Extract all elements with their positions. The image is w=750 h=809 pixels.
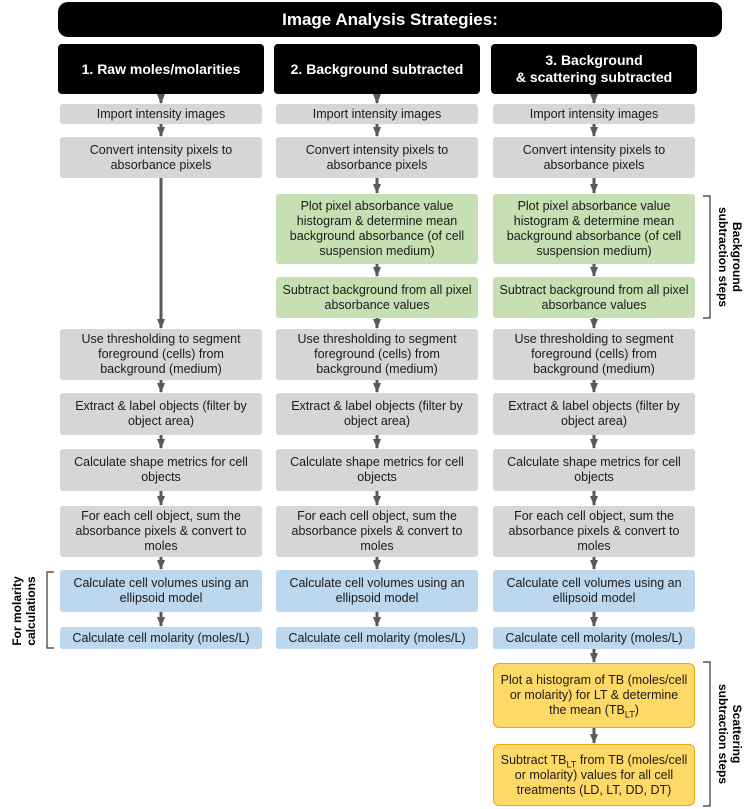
molarity-bracket — [46, 571, 54, 649]
c3-threshold-step-text: Use thresholding to segment foreground (… — [514, 332, 674, 376]
c2-import-step-text: Import intensity images — [312, 106, 442, 121]
c1-extract-step-text: Extract & label objects (filter by objec… — [75, 399, 247, 428]
c2-import-step: Import intensity images — [276, 104, 478, 124]
c2-volume-step: Calculate cell volumes using an ellipsoi… — [276, 570, 478, 612]
c1-sum-step: For each cell object, sum the absorbance… — [60, 506, 262, 557]
c1-convert-step: Convert intensity pixels to absorbance p… — [60, 137, 262, 178]
column-header-raw: 1. Raw moles/molarities — [58, 44, 264, 94]
c3-scatter-histogram-step-text: Plot a histogram of TB (moles/cell or mo… — [500, 673, 688, 720]
page-title: Image Analysis Strategies: — [58, 2, 722, 37]
c2-extract-step: Extract & label objects (filter by objec… — [276, 393, 478, 435]
molarity-label-line1: For molarity — [10, 576, 24, 646]
c1-import-step-text: Import intensity images — [96, 106, 226, 121]
c2-extract-step-text: Extract & label objects (filter by objec… — [291, 399, 463, 428]
c3-scatter-histogram-step: Plot a histogram of TB (moles/cell or mo… — [493, 663, 695, 728]
c3-molarity-step: Calculate cell molarity (moles/L) — [493, 627, 695, 649]
column-header-background: 2. Background subtracted — [274, 44, 480, 94]
c2-threshold-step: Use thresholding to segment foreground (… — [276, 329, 478, 380]
c3-extract-step-text: Extract & label objects (filter by objec… — [508, 399, 680, 428]
scattering-subtraction-label: Scattering subtraction steps — [716, 684, 744, 784]
background-bracket — [703, 195, 711, 319]
c2-subtract-step: Subtract background from all pixel absor… — [276, 277, 478, 318]
c3-sum-step: For each cell object, sum the absorbance… — [493, 506, 695, 557]
column-header-raw-label: 1. Raw moles/molarities — [81, 60, 241, 77]
scattering-label-line2: subtraction steps — [716, 683, 730, 785]
c3-scatter-subtract-step: Subtract TBLT from TB (moles/cell or mol… — [493, 744, 695, 806]
c2-molarity-step-text: Calculate cell molarity (moles/L) — [288, 630, 466, 645]
c3-molarity-step-text: Calculate cell molarity (moles/L) — [505, 630, 683, 645]
c1-sum-step-text: For each cell object, sum the absorbance… — [75, 509, 247, 553]
c2-volume-step-text: Calculate cell volumes using an ellipsoi… — [289, 576, 465, 605]
molarity-calculations-label: For molarity calculations — [10, 576, 38, 645]
c2-sum-step-text: For each cell object, sum the absorbance… — [291, 509, 463, 553]
c3-sum-step-text: For each cell object, sum the absorbance… — [508, 509, 680, 553]
c3-histogram-step: Plot pixel absorbance value histogram & … — [493, 194, 695, 264]
c3-import-step-text: Import intensity images — [529, 106, 659, 121]
scatter-sub-subscript: LT — [566, 759, 577, 769]
c2-subtract-step-text: Subtract background from all pixel absor… — [282, 282, 472, 312]
c2-histogram-step: Plot pixel absorbance value histogram & … — [276, 194, 478, 264]
scatter-hist-subscript: LT — [624, 709, 635, 720]
scatter-hist-text-b: ) — [634, 703, 639, 717]
column-header-scattering-line2: & scattering subtracted — [515, 69, 673, 85]
c1-molarity-step-text: Calculate cell molarity (moles/L) — [72, 630, 250, 645]
scattering-label-line1: Scattering — [730, 704, 744, 764]
c3-import-step: Import intensity images — [493, 104, 695, 124]
column-header-background-label: 2. Background subtracted — [290, 60, 464, 77]
c2-sum-step: For each cell object, sum the absorbance… — [276, 506, 478, 557]
background-subtraction-label: Background subtraction steps — [716, 207, 744, 307]
c2-histogram-step-text: Plot pixel absorbance value histogram & … — [289, 199, 465, 258]
c3-scatter-subtract-step-text: Subtract TBLT from TB (moles/cell or mol… — [500, 753, 688, 798]
scatter-sub-text-a: Subtract TB — [500, 752, 567, 767]
c2-shape-step-text: Calculate shape metrics for cell objects — [290, 455, 464, 484]
c3-volume-step: Calculate cell volumes using an ellipsoi… — [493, 570, 695, 612]
c3-subtract-step: Subtract background from all pixel absor… — [493, 277, 695, 318]
c1-shape-step: Calculate shape metrics for cell objects — [60, 449, 262, 491]
c3-shape-step-text: Calculate shape metrics for cell objects — [507, 455, 681, 484]
scattering-bracket — [703, 661, 711, 807]
c1-threshold-step-text: Use thresholding to segment foreground (… — [81, 332, 241, 376]
c1-convert-step-text: Convert intensity pixels to absorbance p… — [89, 142, 233, 172]
c1-volume-step-text: Calculate cell volumes using an ellipsoi… — [73, 576, 249, 605]
column-header-scattering: 3. Background & scattering subtracted — [491, 44, 697, 94]
c1-extract-step: Extract & label objects (filter by objec… — [60, 393, 262, 435]
molarity-label-line2: calculations — [24, 576, 38, 646]
page-title-text: Image Analysis Strategies: — [282, 9, 498, 29]
background-label-line1: Background — [730, 221, 744, 292]
c3-convert-step: Convert intensity pixels to absorbance p… — [493, 137, 695, 178]
c3-volume-step-text: Calculate cell volumes using an ellipsoi… — [506, 576, 682, 605]
c1-volume-step: Calculate cell volumes using an ellipsoi… — [60, 570, 262, 612]
c2-threshold-step-text: Use thresholding to segment foreground (… — [297, 332, 457, 376]
c3-threshold-step: Use thresholding to segment foreground (… — [493, 329, 695, 380]
c3-shape-step: Calculate shape metrics for cell objects — [493, 449, 695, 491]
background-label-line2: subtraction steps — [716, 206, 730, 308]
c3-subtract-step-text: Subtract background from all pixel absor… — [499, 282, 689, 312]
c3-histogram-step-text: Plot pixel absorbance value histogram & … — [506, 199, 682, 258]
c3-convert-step-text: Convert intensity pixels to absorbance p… — [522, 142, 666, 172]
c2-shape-step: Calculate shape metrics for cell objects — [276, 449, 478, 491]
c1-import-step: Import intensity images — [60, 104, 262, 124]
scatter-sub-text-b: from TB (moles/cell or molarity) values … — [514, 752, 688, 797]
c2-molarity-step: Calculate cell molarity (moles/L) — [276, 627, 478, 649]
column-header-scattering-line1: 3. Background — [545, 52, 643, 68]
c2-convert-step: Convert intensity pixels to absorbance p… — [276, 137, 478, 178]
c1-molarity-step: Calculate cell molarity (moles/L) — [60, 627, 262, 649]
scatter-hist-text-a: Plot a histogram of TB (moles/cell or mo… — [500, 673, 688, 717]
c1-threshold-step: Use thresholding to segment foreground (… — [60, 329, 262, 380]
c1-shape-step-text: Calculate shape metrics for cell objects — [74, 455, 248, 484]
c3-extract-step: Extract & label objects (filter by objec… — [493, 393, 695, 435]
c2-convert-step-text: Convert intensity pixels to absorbance p… — [305, 142, 449, 172]
